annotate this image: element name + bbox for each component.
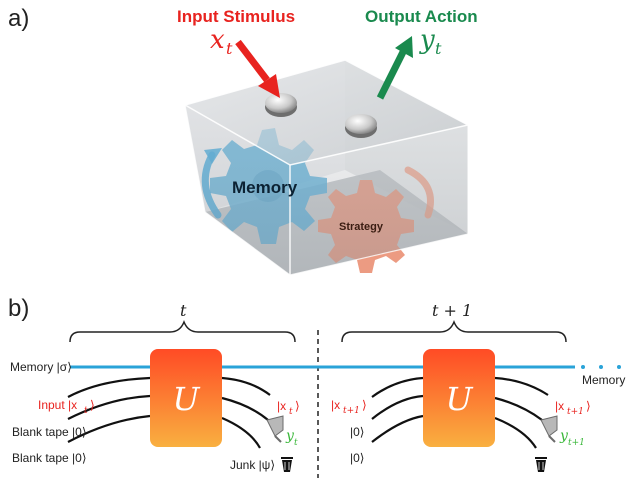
panel-b-label: b): [8, 295, 29, 322]
output-variable: y t: [419, 25, 442, 58]
svg-text:U: U: [446, 380, 474, 418]
svg-text:|x: |x: [555, 399, 564, 413]
svg-text:⟩: ⟩: [362, 398, 367, 412]
input-button: [265, 93, 297, 117]
svg-text:t: t: [226, 39, 233, 58]
output-action-title: Output Action: [365, 7, 478, 26]
brace-t-label: t: [180, 301, 187, 320]
step-t-blank-tape-1: Blank tape |0⟩: [12, 425, 87, 439]
step-t-wires: [67, 376, 271, 449]
svg-text:U: U: [173, 380, 201, 418]
brace-t: [69, 319, 296, 343]
svg-text:t: t: [435, 39, 442, 58]
strategy-label: Strategy: [339, 221, 384, 233]
trash-bin-icon-t1: [535, 457, 547, 472]
svg-text:t: t: [294, 438, 298, 448]
input-arrow-icon: [235, 39, 280, 98]
brace-t1-label: t + 1: [432, 301, 472, 320]
svg-text:⟩: ⟩: [586, 399, 591, 413]
step-t1-input-0b: |0⟩: [350, 451, 364, 465]
svg-text:|x: |x: [277, 399, 286, 413]
step-t1-input-x: |x t+1 ⟩: [331, 398, 367, 416]
svg-text:⟩: ⟩: [295, 399, 300, 413]
step-t-junk-label: Junk |ψ⟩: [230, 458, 275, 472]
svg-text:⟩: ⟩: [90, 398, 95, 412]
svg-text:|x: |x: [331, 398, 340, 412]
svg-text:x: x: [210, 25, 225, 55]
memory-label: Memory: [232, 178, 298, 197]
measurement-funnel-icon: [266, 415, 284, 443]
unitary-gate-t: U: [150, 349, 222, 447]
unitary-gate-t1: U: [423, 349, 495, 447]
svg-text:y: y: [285, 428, 295, 444]
step-t-output-x: |x t ⟩: [277, 399, 300, 417]
measurement-funnel-icon-t1: [540, 415, 558, 443]
svg-text:t+1: t+1: [343, 406, 360, 416]
svg-text:y: y: [419, 25, 435, 55]
memory-continuation-dots: [581, 365, 621, 369]
step-t1-output-x: |x t+1 ⟩: [555, 399, 591, 417]
transparent-box-front: [184, 59, 471, 276]
step-t-output-y: y t: [285, 428, 298, 448]
svg-text:t: t: [289, 407, 293, 417]
step-t-input-label: Input |x t ⟩: [38, 398, 95, 416]
panel-a-label: a): [8, 5, 29, 32]
svg-text:Input |x: Input |x: [38, 398, 77, 412]
input-variable: x t: [210, 25, 233, 58]
output-button: [345, 114, 377, 138]
memory-wire-label: Memory |σ⟩: [10, 360, 72, 374]
step-t1-wires: [371, 376, 549, 449]
input-stimulus-title: Input Stimulus: [177, 7, 295, 26]
step-t1-output-y: y t+1: [559, 428, 585, 448]
output-arrow-icon: [376, 36, 413, 100]
svg-text:t+1: t+1: [568, 438, 585, 448]
memory-end-label: Memory: [582, 373, 625, 387]
svg-text:t: t: [84, 406, 88, 416]
brace-t1: [341, 319, 567, 343]
step-t1-input-0a: |0⟩: [350, 425, 364, 439]
step-t-blank-tape-2: Blank tape |0⟩: [12, 451, 87, 465]
trash-bin-icon: [281, 457, 293, 472]
svg-text:t+1: t+1: [567, 407, 584, 417]
svg-text:y: y: [559, 428, 569, 444]
